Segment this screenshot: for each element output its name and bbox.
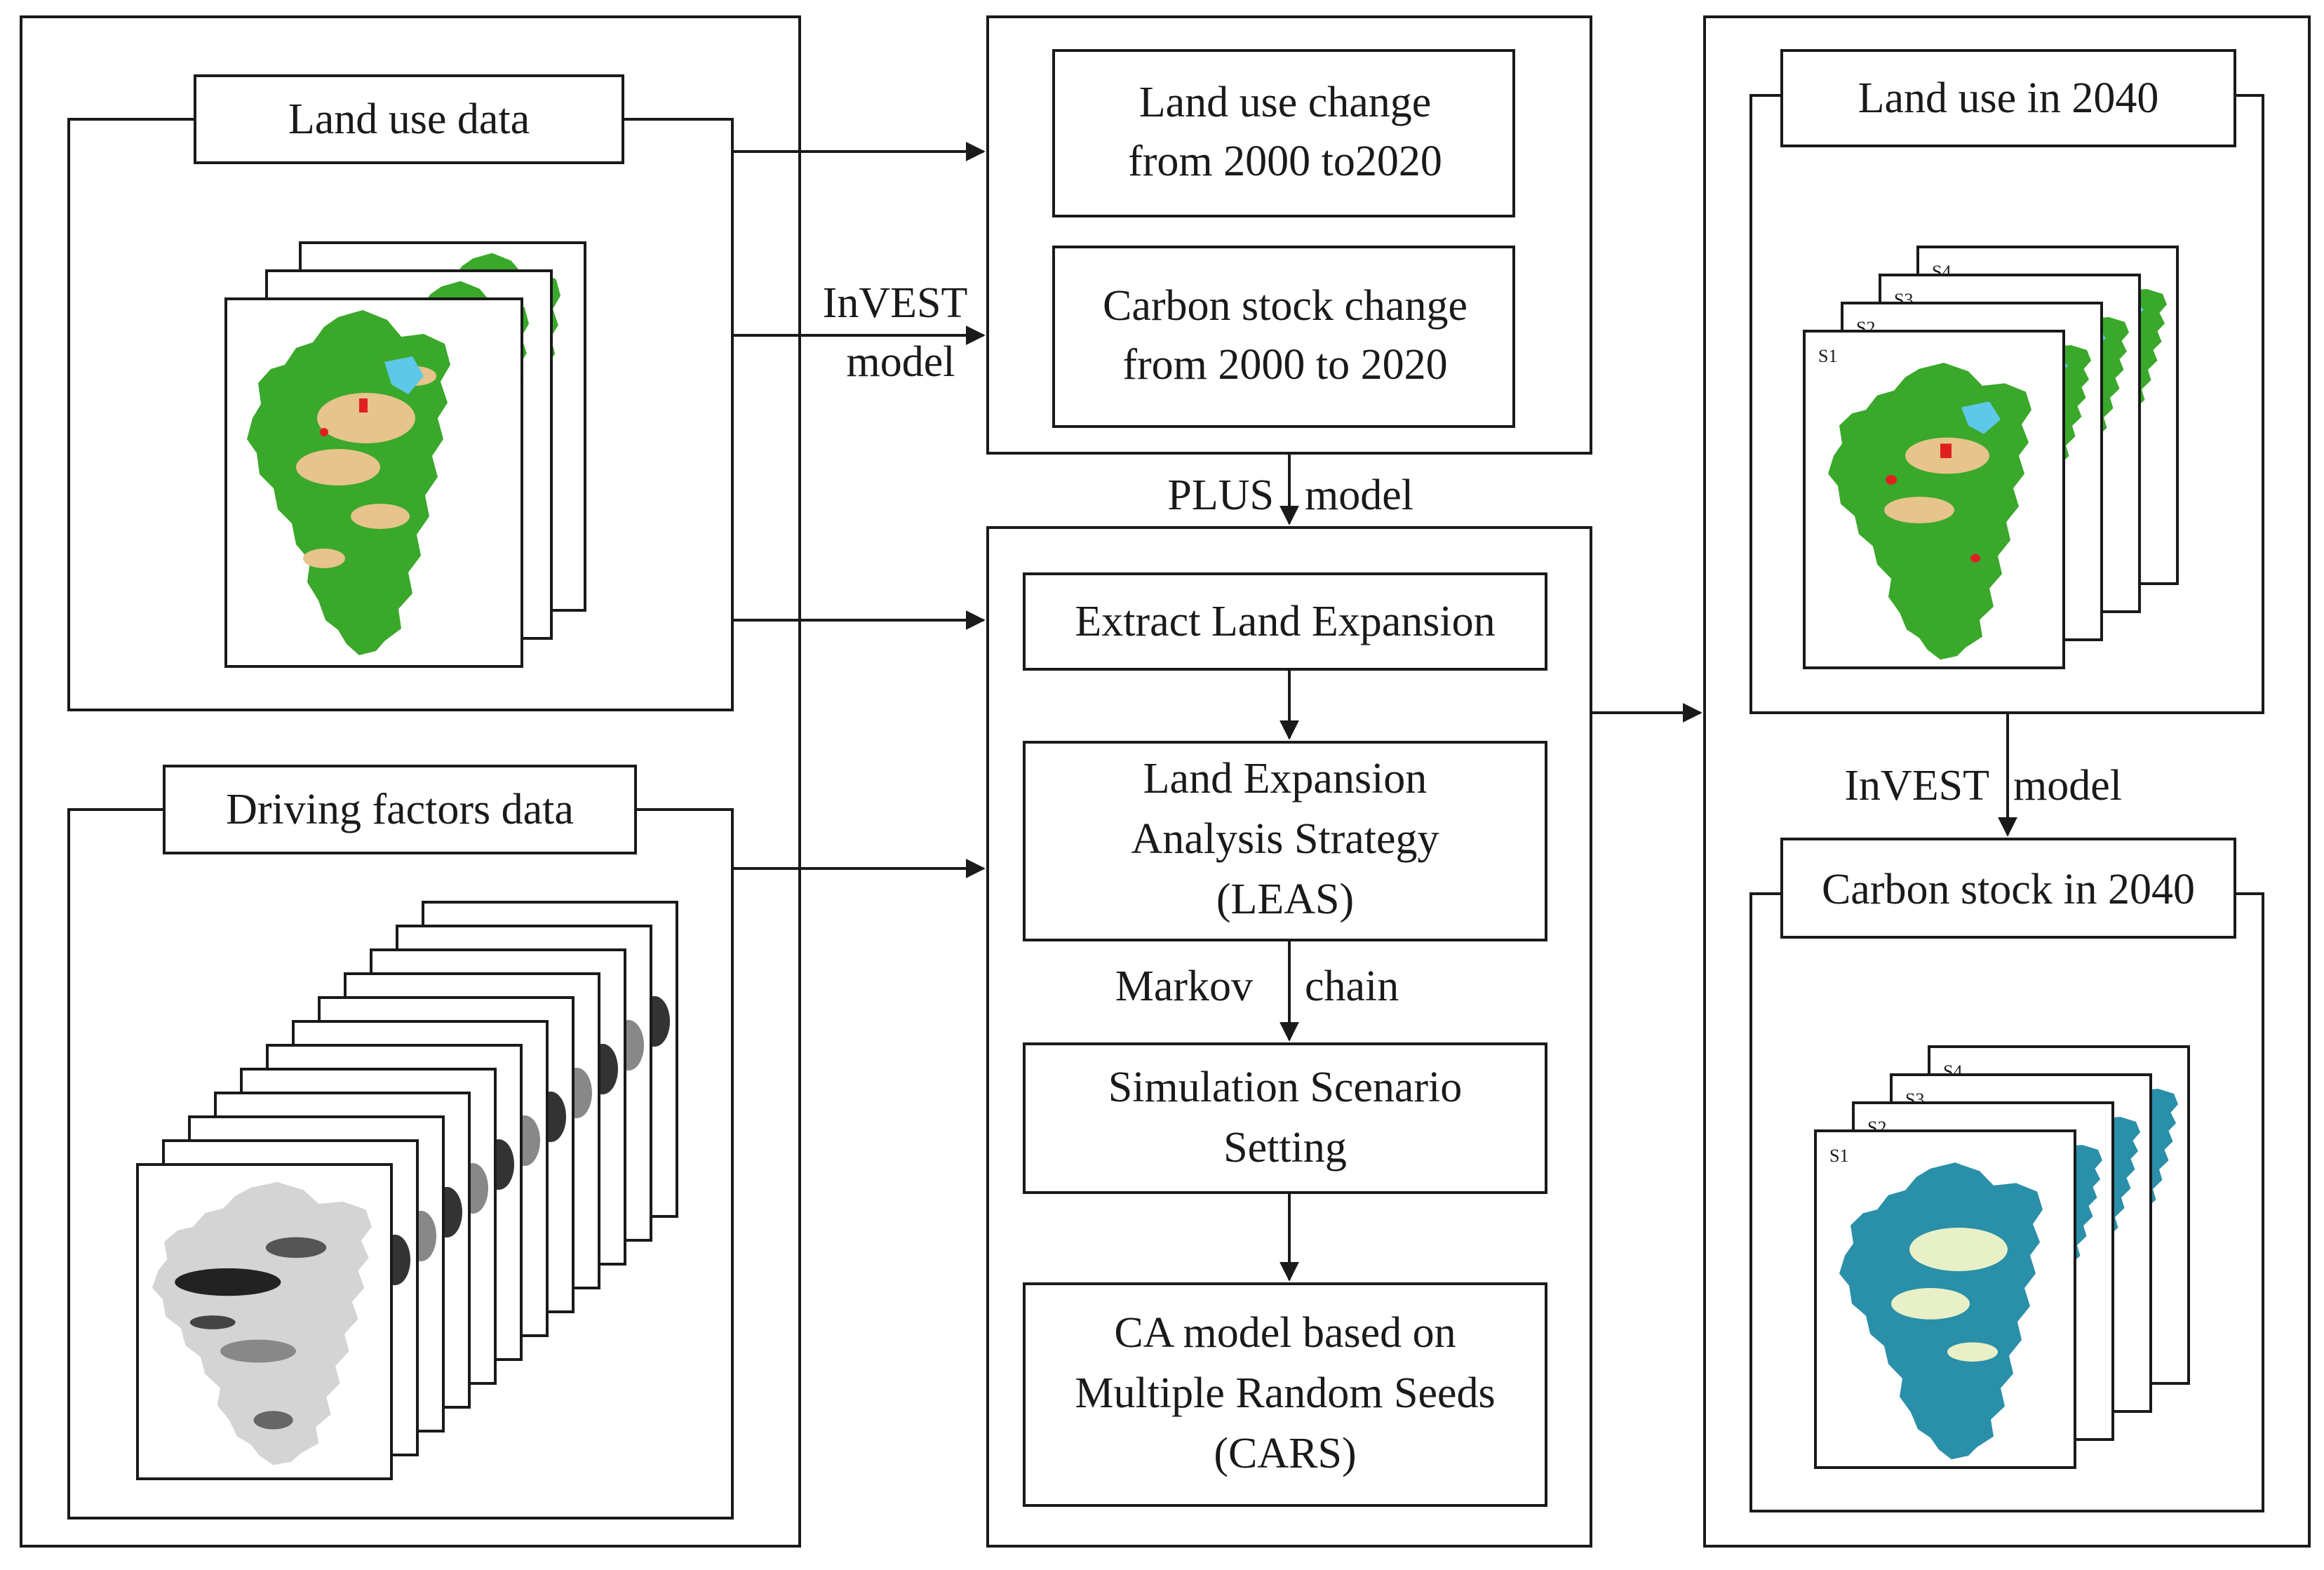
middle-main-group: Extract Land Expansion Land Expansion An… [986, 526, 1592, 1548]
cars-line1: CA model based on [1114, 1309, 1456, 1357]
middle-main-frame [986, 526, 1592, 1548]
carbon-2040-title-box [1780, 838, 2236, 939]
land-use-change-line2: from 2000 to2020 [1128, 137, 1442, 185]
simulation-scenario-box [1023, 1042, 1547, 1194]
simulation-scenario-line2: Setting [1223, 1124, 1347, 1172]
land-use-change-line1: Land use change [1139, 79, 1432, 126]
land-use-map-stack [224, 241, 586, 668]
extract-land-expansion-label: Extract Land Expansion [1075, 598, 1495, 645]
invest-label-2: model [847, 338, 955, 386]
scenario-label-s1: S1 [1829, 1146, 1848, 1166]
leas-line2: Analysis Strategy [1131, 815, 1439, 863]
driving-factors-title-box [163, 765, 637, 854]
invest2-label-a: InVEST [1844, 762, 1989, 810]
plus-label-b: model [1305, 471, 1413, 519]
markov-label-a: Markov [1115, 962, 1253, 1010]
cars-line3: (CARS) [1214, 1430, 1356, 1477]
land-use-2040-title: Land use in 2040 [1858, 74, 2159, 122]
carbon-stock-change-box [1052, 246, 1515, 428]
carbon-map-s1 [1839, 1162, 2043, 1460]
extract-land-expansion-box [1023, 572, 1547, 671]
markov-label-b: chain [1305, 962, 1399, 1010]
cars-line2: Multiple Random Seeds [1075, 1369, 1495, 1417]
carbon-stock-change-line1: Carbon stock change [1103, 282, 1467, 330]
invest-label-1: InVEST [823, 279, 968, 327]
carbon-stock-change-line2: from 2000 to 2020 [1122, 341, 1447, 389]
land-use-2040-title-box [1780, 49, 2236, 147]
left-outer-frame [20, 15, 801, 1548]
land-use-data-title: Land use data [288, 95, 530, 143]
carbon-2040-title: Carbon stock in 2040 [1822, 866, 2195, 913]
left-panel: Land use data [20, 15, 801, 1548]
right-outer-frame [1703, 15, 2311, 1548]
land-use-data-title-box [194, 74, 624, 164]
land-use-map-front [247, 310, 450, 655]
arrows [732, 142, 2017, 1282]
leas-line3: (LEAS) [1216, 875, 1354, 923]
driving-factor-map-front [152, 1181, 372, 1465]
middle-top-group: Land use change from 2000 to2020 Carbon … [986, 15, 1592, 455]
landuse-map-s1 [1828, 363, 2031, 660]
land-use-change-box [1052, 49, 1515, 217]
cars-box [1023, 1282, 1547, 1507]
leas-line1: Land Expansion [1143, 755, 1428, 803]
driving-factors-title: Driving factors data [226, 786, 574, 833]
invest2-label-b: model [2013, 762, 2122, 810]
simulation-scenario-line1: Simulation Scenario [1108, 1064, 1463, 1111]
plus-label-a: PLUS [1167, 471, 1274, 519]
leas-box [1023, 741, 1547, 941]
driving-factor-map-stack [136, 901, 678, 1480]
scenario-label-s1: S1 [1818, 346, 1837, 366]
